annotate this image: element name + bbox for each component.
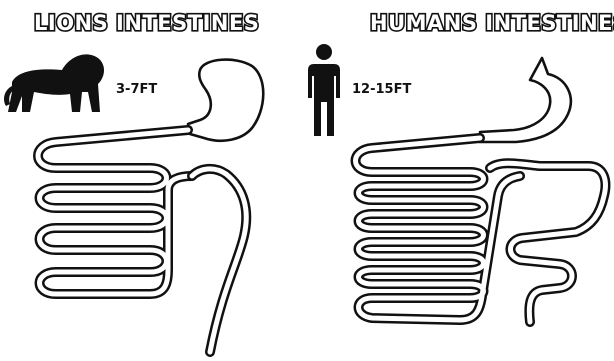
human-panel-title: HUMANS INTESTINES xyxy=(370,11,614,35)
lion-stomach xyxy=(188,60,263,141)
lion-panel: LIONS INTESTINES 3-7FT xyxy=(4,11,263,352)
human-stomach xyxy=(480,58,571,142)
human-panel: HUMANS INTESTINES 12-15FT xyxy=(308,11,614,322)
lion-intestine-length: 3-7FT xyxy=(116,82,157,97)
lion-panel-title: LIONS INTESTINES xyxy=(34,11,259,35)
lion-icon xyxy=(4,54,104,112)
human-intestine-length: 12-15FT xyxy=(352,82,411,97)
human-icon xyxy=(308,44,340,136)
